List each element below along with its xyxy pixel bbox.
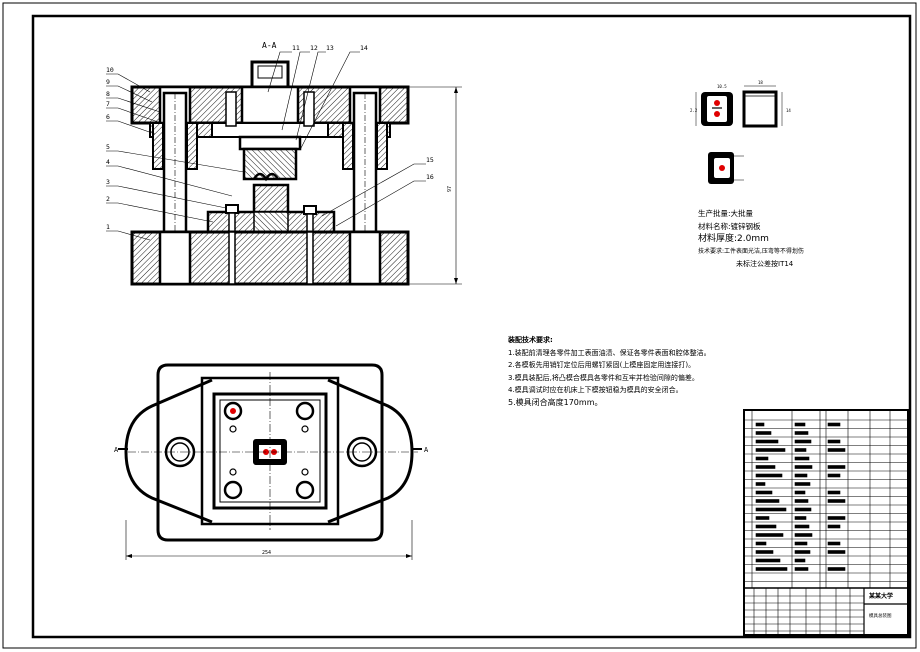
spec-line-4: 技术要求:工件表面光洁,压弯等不得划伤: [698, 247, 804, 255]
balloon-11: 11: [292, 44, 300, 52]
screw-holes: [223, 401, 315, 500]
section-label: A-A: [262, 41, 277, 50]
title-block: 某某大学 模具总装图: [743, 409, 909, 636]
tech-item: 4.模具调试时应在机床上下模按钮稳为模具的安全闭合。: [508, 386, 683, 394]
view-marker-right: A: [424, 446, 429, 454]
spec-block: 生产批量:大批量 材料名称:镀锌钢板 材料厚度:2.0mm 技术要求:工件表面光…: [698, 208, 804, 271]
balloon-9: 9: [106, 78, 110, 86]
part-dim-right: 18: [758, 80, 763, 85]
balloon-12: 12: [310, 44, 318, 52]
part-dim-left: 2.2: [690, 108, 698, 113]
balloon-6: 6: [106, 113, 110, 121]
spec-line-3: 材料厚度:2.0mm: [698, 234, 769, 244]
part-detail: 10.5 18 14 2.2: [690, 80, 791, 184]
tech-requirements: 装配技术要求: 1.装配前清理各零件加工表面油渍、保证各零件表面和腔体整洁。 2…: [508, 334, 711, 409]
part-side-view: [742, 90, 778, 128]
plan-view: A A 254: [114, 363, 429, 560]
tech-item: 5.模具闭合高度170mm。: [508, 397, 603, 407]
part-dim-top: 10.5: [717, 84, 727, 89]
width-dimension: 254: [262, 550, 271, 556]
drawing-name: 模具总装图: [869, 612, 892, 619]
inner-frame: [31, 14, 912, 639]
balloon-13: 13: [326, 44, 334, 52]
spec-line-2: 材料名称:镀锌钢板: [698, 221, 761, 231]
section-view: A-A: [106, 41, 462, 286]
balloon-5: 5: [106, 143, 110, 151]
balloon-3: 3: [106, 178, 110, 186]
balloon-1: 1: [106, 223, 110, 231]
view-marker-left: A: [114, 446, 119, 454]
tech-item: 2.各模板先用销钉定位后用螺钉紧固(上模座固定用连接打)。: [508, 361, 696, 369]
height-dimension: 97: [447, 186, 453, 192]
school-name: 某某大学: [869, 592, 893, 600]
spec-line-5: 未标注公差按IT14: [736, 260, 794, 268]
tech-title: 装配技术要求:: [508, 336, 553, 344]
balloon-15: 15: [426, 156, 434, 164]
spec-line-1: 生产批量:大批量: [698, 209, 754, 218]
tech-item: 3.模具装配后,将凸模合模具各零件和互牢并检验间隙的偏差。: [508, 373, 699, 382]
balloon-8: 8: [106, 90, 110, 98]
balloon-4: 4: [106, 158, 110, 166]
balloon-2: 2: [106, 195, 110, 203]
part-dim-right2: 14: [786, 108, 791, 113]
balloon-10: 10: [106, 66, 114, 74]
tech-item: 1.装配前清理各零件加工表面油渍、保证各零件表面和腔体整洁。: [508, 348, 711, 357]
balloon-7: 7: [106, 100, 110, 108]
balloon-16: 16: [426, 173, 434, 181]
balloon-14: 14: [360, 44, 368, 52]
